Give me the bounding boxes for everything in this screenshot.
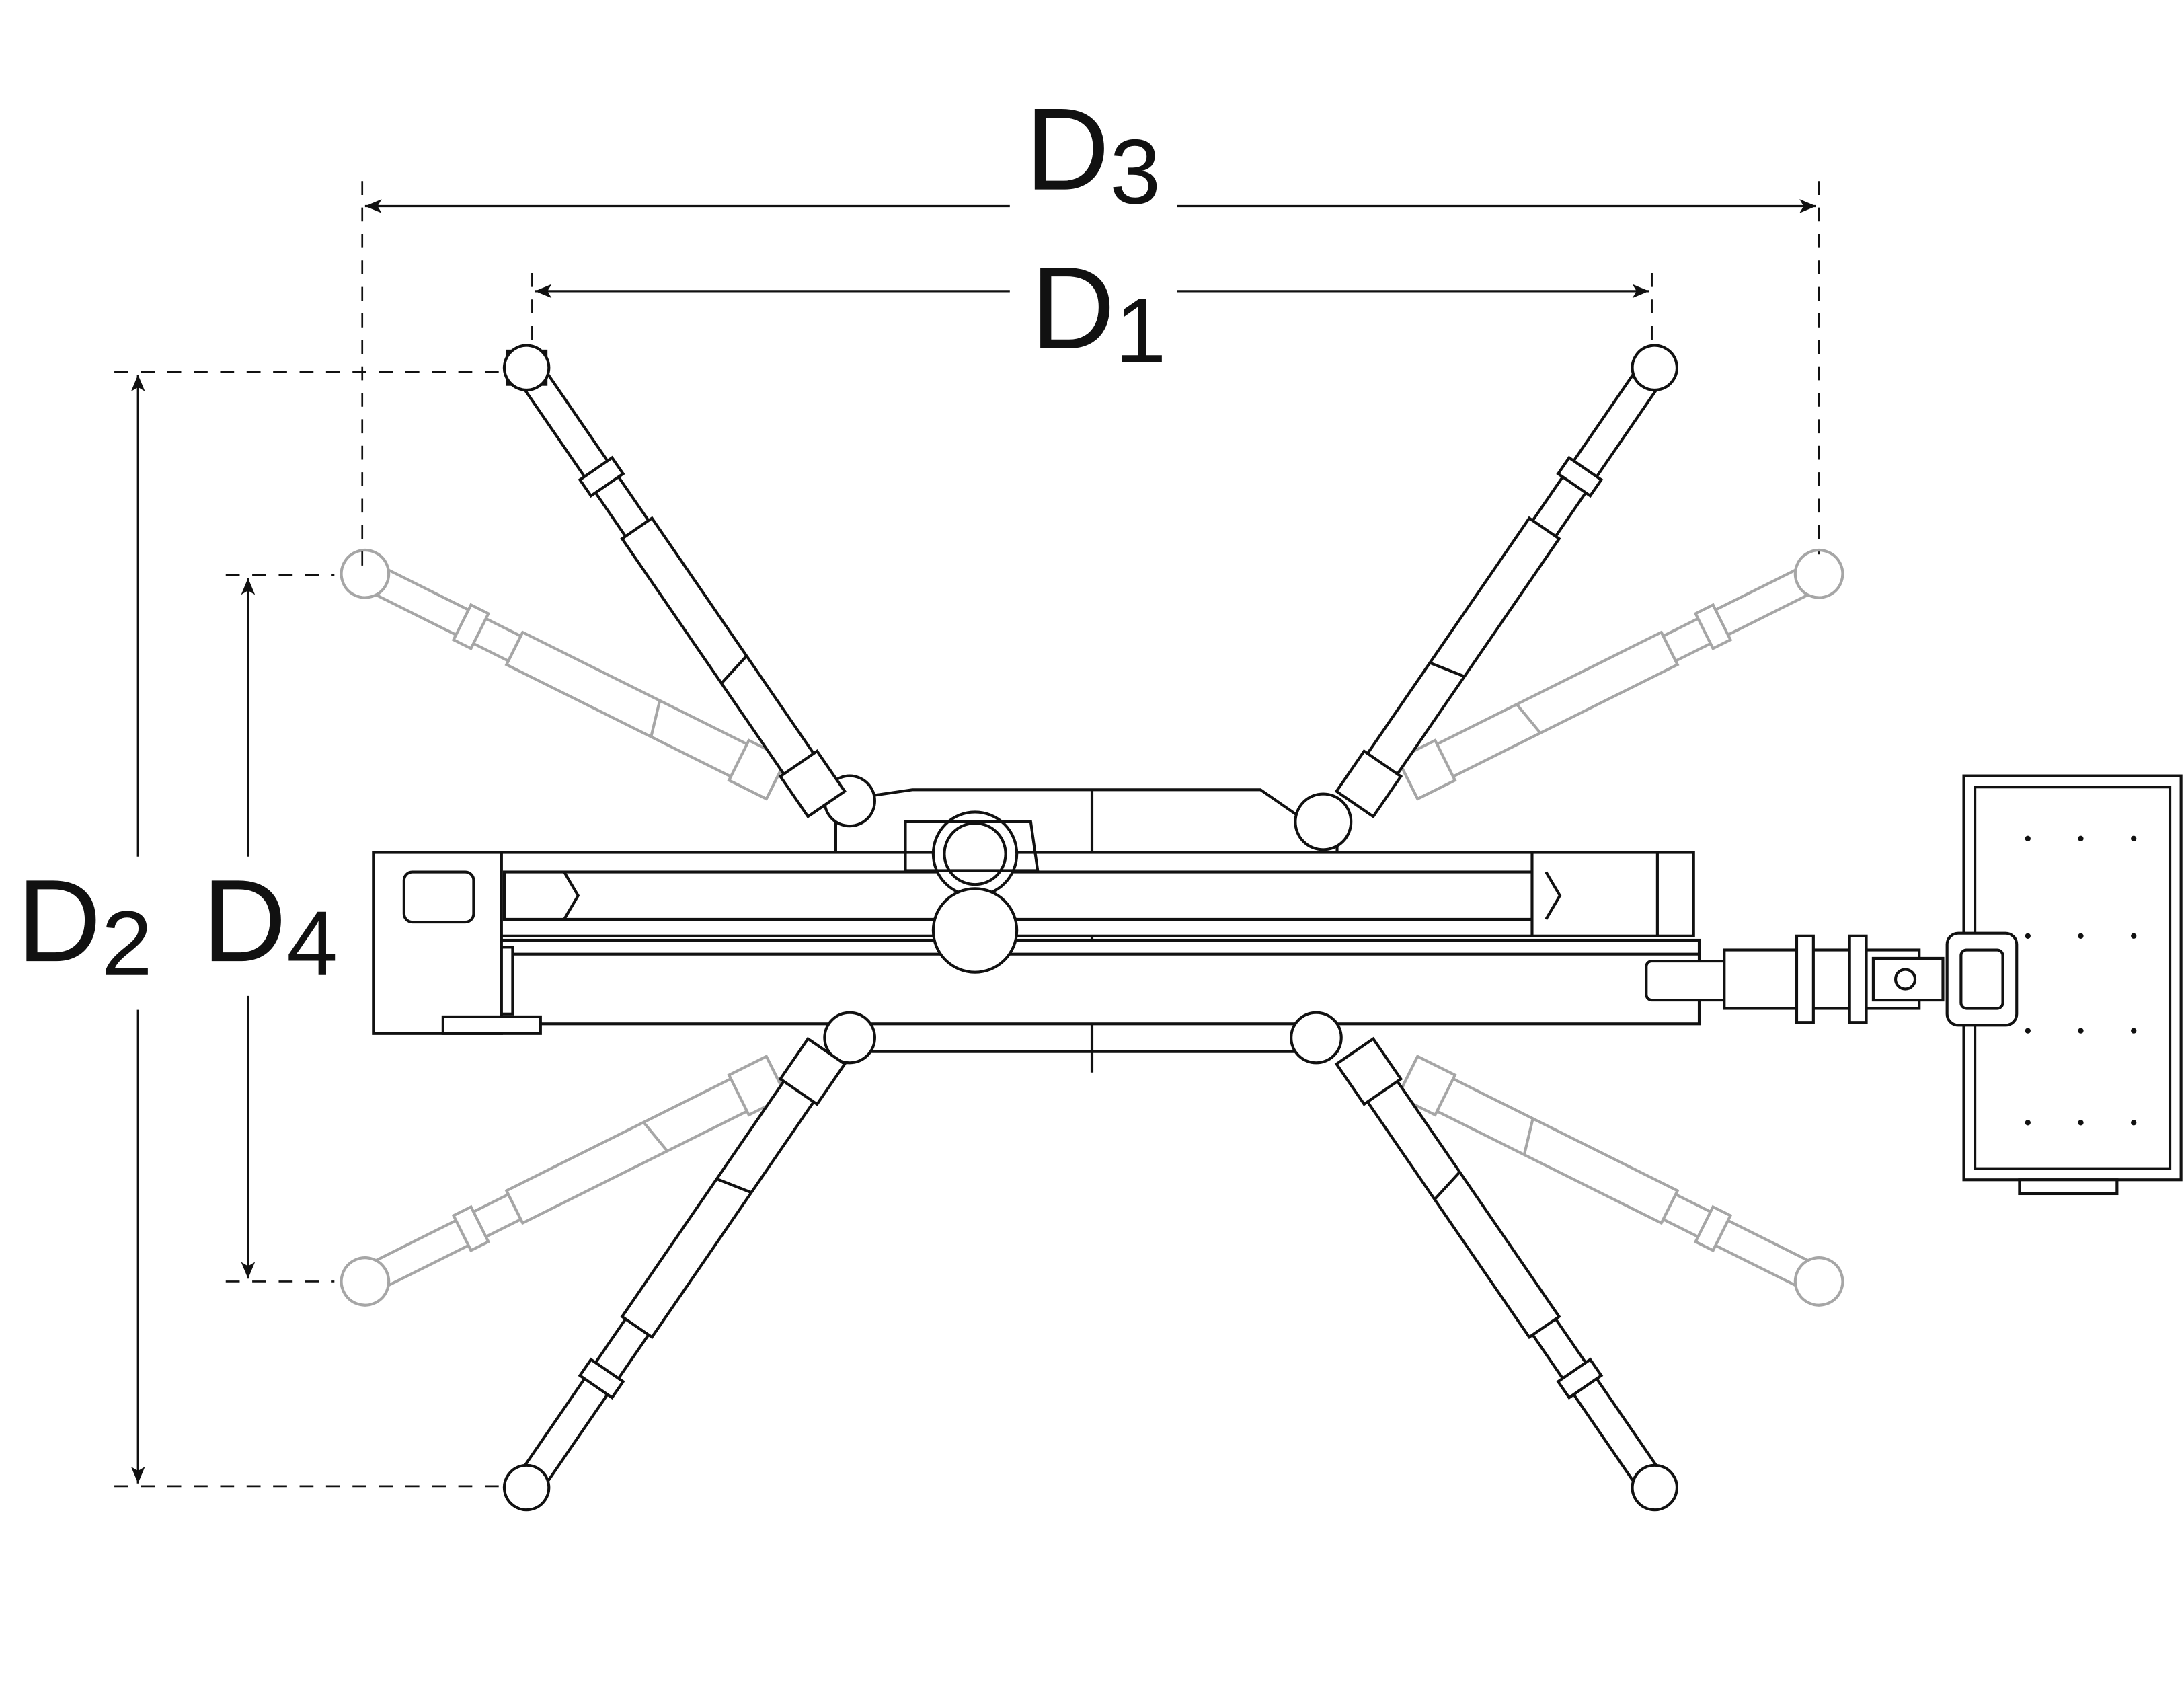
jib-arm	[1645, 960, 1731, 1002]
extended-outriggers	[502, 344, 1678, 1512]
pivot-bottom-right	[1290, 1011, 1343, 1065]
label-d3: D3	[1025, 84, 1161, 223]
outrigger-bottom-right	[1334, 1036, 1678, 1512]
ghost-outrigger-top-left	[340, 549, 789, 801]
label-d1: D1	[1031, 243, 1167, 382]
outrigger-top-left	[502, 344, 847, 819]
pivot-bottom-left	[823, 1011, 876, 1065]
extension-lines	[114, 181, 1820, 1488]
retracted-outriggers	[340, 549, 1844, 1307]
dimension-labels: D3 D1 D2 D4	[17, 84, 1166, 995]
platform-bolts	[2025, 835, 2137, 1126]
outrigger-top-right	[1334, 344, 1678, 819]
label-d4: D4	[202, 855, 338, 995]
ghost-outrigger-bottom-right	[1395, 1055, 1844, 1307]
machine-chassis	[372, 774, 2183, 1196]
outrigger-bottom-left	[502, 1036, 847, 1512]
label-d2: D2	[17, 855, 153, 995]
pivot-top-right	[1294, 792, 1353, 851]
dimension-lines	[114, 181, 1820, 1488]
